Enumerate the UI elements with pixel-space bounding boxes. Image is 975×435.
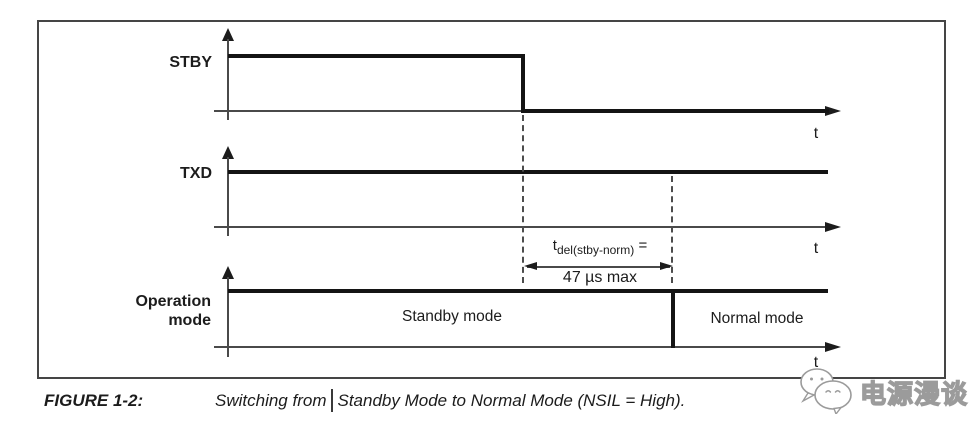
figure-caption: Switching from Standby Mode to Normal Mo…	[215, 389, 685, 412]
operation-time-axis	[214, 346, 826, 348]
txd-time-axis	[214, 226, 826, 228]
figure-frame	[37, 20, 946, 379]
signal-label-stby: STBY	[169, 54, 212, 71]
delay-equals: =	[634, 237, 648, 254]
txd-y-axis-arrow-icon	[222, 146, 234, 159]
figure-number: FIGURE 1-2:	[44, 391, 144, 410]
delay-subscript: del(stby-norm)	[556, 243, 635, 257]
txd-high-level-line	[228, 170, 828, 174]
signal-label-operation-mode: Operation mode	[110, 292, 211, 330]
stby-low-level-line	[521, 109, 829, 113]
caption-after-cursor: Standby Mode to Normal Mode (NSIL = High…	[337, 390, 686, 410]
normal-mode-label: Normal mode	[710, 310, 804, 327]
operation-axis-t-label: t	[813, 354, 819, 371]
chat-bubbles-icon	[795, 366, 859, 416]
dashed-line-stby-edge	[522, 115, 524, 283]
operation-label-line2: mode	[168, 312, 211, 329]
caption-before-cursor: Switching from	[215, 390, 327, 410]
dashed-line-mode-change	[671, 176, 673, 283]
stby-falling-edge	[521, 54, 525, 111]
stby-high-level-line	[228, 54, 524, 58]
watermark-brand-text: 电源漫谈	[859, 378, 969, 409]
delay-arrow-left-icon	[524, 262, 537, 270]
delay-value-label: 47 µs max	[562, 269, 638, 286]
operation-level-line	[228, 289, 828, 293]
stby-axis-t-label: t	[813, 125, 819, 142]
text-cursor	[331, 389, 334, 412]
delay-annotation-label: tdel(stby-norm) =	[510, 237, 690, 257]
delay-measure-line	[527, 266, 670, 268]
signal-label-txd: TXD	[180, 165, 212, 182]
operation-time-axis-arrow-icon	[825, 342, 841, 352]
stby-y-axis	[227, 39, 229, 120]
operation-mode-transition-edge	[671, 289, 675, 348]
stby-y-axis-arrow-icon	[222, 28, 234, 41]
operation-y-axis-arrow-icon	[222, 266, 234, 279]
txd-axis-t-label: t	[813, 240, 819, 257]
delay-symbol: t	[552, 237, 557, 254]
delay-arrow-right-icon	[660, 262, 673, 270]
txd-time-axis-arrow-icon	[825, 222, 841, 232]
txd-y-axis	[227, 157, 229, 236]
stby-time-axis-arrow-icon	[825, 106, 841, 116]
operation-y-axis	[227, 277, 229, 357]
operation-label-line1: Operation	[135, 293, 211, 310]
stby-time-axis	[214, 110, 826, 112]
standby-mode-label: Standby mode	[402, 308, 502, 325]
